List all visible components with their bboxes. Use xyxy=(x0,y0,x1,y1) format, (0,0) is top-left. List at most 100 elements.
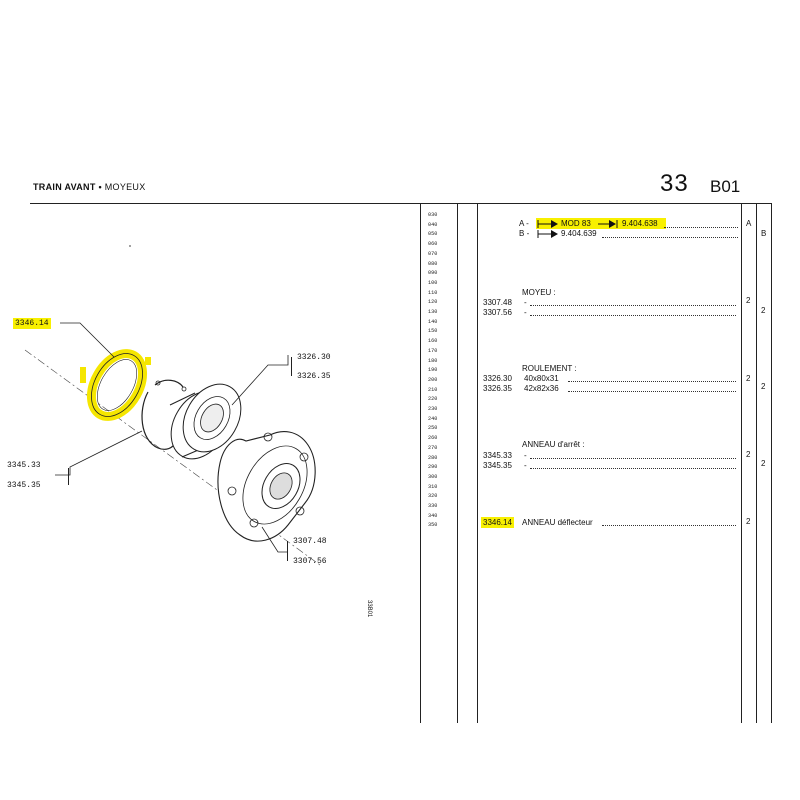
row-number: 260 xyxy=(428,435,438,442)
col-divider-qty-b xyxy=(756,203,757,723)
hub-exploded-diagram xyxy=(24,245,321,566)
row-number: 340 xyxy=(428,512,438,519)
deflector-ref: 3346.14 xyxy=(481,517,514,528)
row-number: 110 xyxy=(428,289,438,296)
row-number: 230 xyxy=(428,406,438,412)
part-qty-b: 2 xyxy=(761,382,766,391)
col-divider-rownums-left xyxy=(420,203,421,723)
deflector-qty: 2 xyxy=(746,517,751,526)
bracket-ring xyxy=(68,468,69,485)
variant-a-leader xyxy=(664,227,738,228)
row-number: 180 xyxy=(428,357,438,364)
diagram-label-ring-a: 3345.33 xyxy=(7,461,41,470)
row-number: 170 xyxy=(428,347,438,354)
part-leader xyxy=(568,391,736,392)
part-ref: 3345.33 xyxy=(483,451,512,460)
row-number: 130 xyxy=(428,309,438,315)
part-desc: - xyxy=(524,298,527,307)
col-divider-ref xyxy=(477,203,478,723)
leader-hub xyxy=(261,526,288,553)
part-qty-b: 2 xyxy=(761,459,766,468)
bracket-bearing xyxy=(291,357,292,376)
variant-b-leader xyxy=(602,237,738,238)
hub-flange xyxy=(217,431,316,542)
page-code: B01 xyxy=(710,177,741,196)
row-number: 220 xyxy=(428,396,438,403)
header-rule xyxy=(30,203,772,204)
variant-a-model: MOD 83 xyxy=(561,219,591,228)
part-ref: 3326.35 xyxy=(483,384,512,393)
part-leader xyxy=(530,458,736,459)
part-leader xyxy=(530,468,736,469)
part-desc: - xyxy=(524,308,527,317)
leader-ring xyxy=(55,430,143,476)
diagram-label-hub-a: 3307.48 xyxy=(293,537,327,546)
row-number: 080 xyxy=(428,260,438,267)
row-number: 030 xyxy=(428,212,438,218)
row-number: 350 xyxy=(428,522,438,529)
part-qty: 2 xyxy=(746,450,751,459)
row-number: 040 xyxy=(428,221,438,228)
part-desc: - xyxy=(524,451,527,460)
row-number: 150 xyxy=(428,328,438,335)
variant-a-col: A xyxy=(746,219,752,228)
variant-a-arrow-end-icon xyxy=(598,220,618,228)
title-main: TRAIN AVANT xyxy=(33,182,96,192)
diagram-label-bearing-a: 3326.30 xyxy=(297,353,331,362)
page-title: TRAIN AVANT • MOYEUX xyxy=(33,182,146,192)
leader-bearing xyxy=(231,355,289,406)
row-number: 300 xyxy=(428,473,438,480)
part-ref: 3307.56 xyxy=(483,308,512,317)
diagram-label-hub-b: 3307.56 xyxy=(293,557,327,566)
variant-b-code: B - xyxy=(519,229,530,238)
row-number: 250 xyxy=(428,425,438,432)
deflector-ring xyxy=(80,349,151,421)
group-title-hub: MOYEU : xyxy=(522,288,556,297)
bracket-hub xyxy=(287,541,288,561)
variant-a-arrow-icon xyxy=(537,220,558,228)
part-ref: 3326.30 xyxy=(483,374,512,383)
col-divider-rownums-right xyxy=(457,203,458,723)
row-number: 160 xyxy=(428,338,438,345)
diagram-label-deflector: 3346.14 xyxy=(13,318,51,329)
part-desc: 40x80x31 xyxy=(524,374,559,383)
part-leader xyxy=(530,305,736,306)
row-number: 280 xyxy=(428,454,438,461)
row-number: 210 xyxy=(428,386,438,393)
row-number: 120 xyxy=(428,299,438,306)
part-leader xyxy=(530,315,736,316)
row-number: 320 xyxy=(428,493,438,500)
row-number: 310 xyxy=(428,483,438,490)
variant-a-number: 9.404.638 xyxy=(622,219,658,228)
group-title-bearing: ROULEMENT : xyxy=(522,364,577,373)
col-divider-qty-a xyxy=(741,203,742,723)
row-number: 330 xyxy=(428,503,438,509)
variant-b-arrow-icon xyxy=(537,230,558,238)
row-number: 240 xyxy=(428,415,438,422)
row-number: 200 xyxy=(428,376,438,383)
part-ref: 3345.35 xyxy=(483,461,512,470)
col-divider-qty-c xyxy=(771,203,772,723)
variant-b-col: B xyxy=(761,229,767,238)
row-number: 290 xyxy=(428,464,438,471)
row-number: 100 xyxy=(428,279,438,286)
row-number: 190 xyxy=(428,367,438,374)
part-ref: 3307.48 xyxy=(483,298,512,307)
leader-deflector xyxy=(60,322,115,358)
row-number: 070 xyxy=(428,250,438,257)
row-number: 050 xyxy=(428,231,438,238)
row-number: 270 xyxy=(428,444,438,451)
deflector-desc: ANNEAU déflecteur xyxy=(522,518,593,527)
part-leader xyxy=(568,381,736,382)
bearing xyxy=(169,383,242,460)
diagram-label-bearing-b: 3326.35 xyxy=(297,372,331,381)
part-qty: 2 xyxy=(746,374,751,383)
group-title-ring: ANNEAU d'arrêt : xyxy=(522,440,585,449)
deflector-leader xyxy=(602,525,736,526)
row-number: 140 xyxy=(428,318,438,325)
variant-b-number: 9.404.639 xyxy=(561,229,597,238)
figure-code: 33B01 xyxy=(366,600,372,618)
title-separator: • xyxy=(98,182,102,192)
part-qty-b: 2 xyxy=(761,306,766,315)
variant-a-code: A - xyxy=(519,219,529,228)
